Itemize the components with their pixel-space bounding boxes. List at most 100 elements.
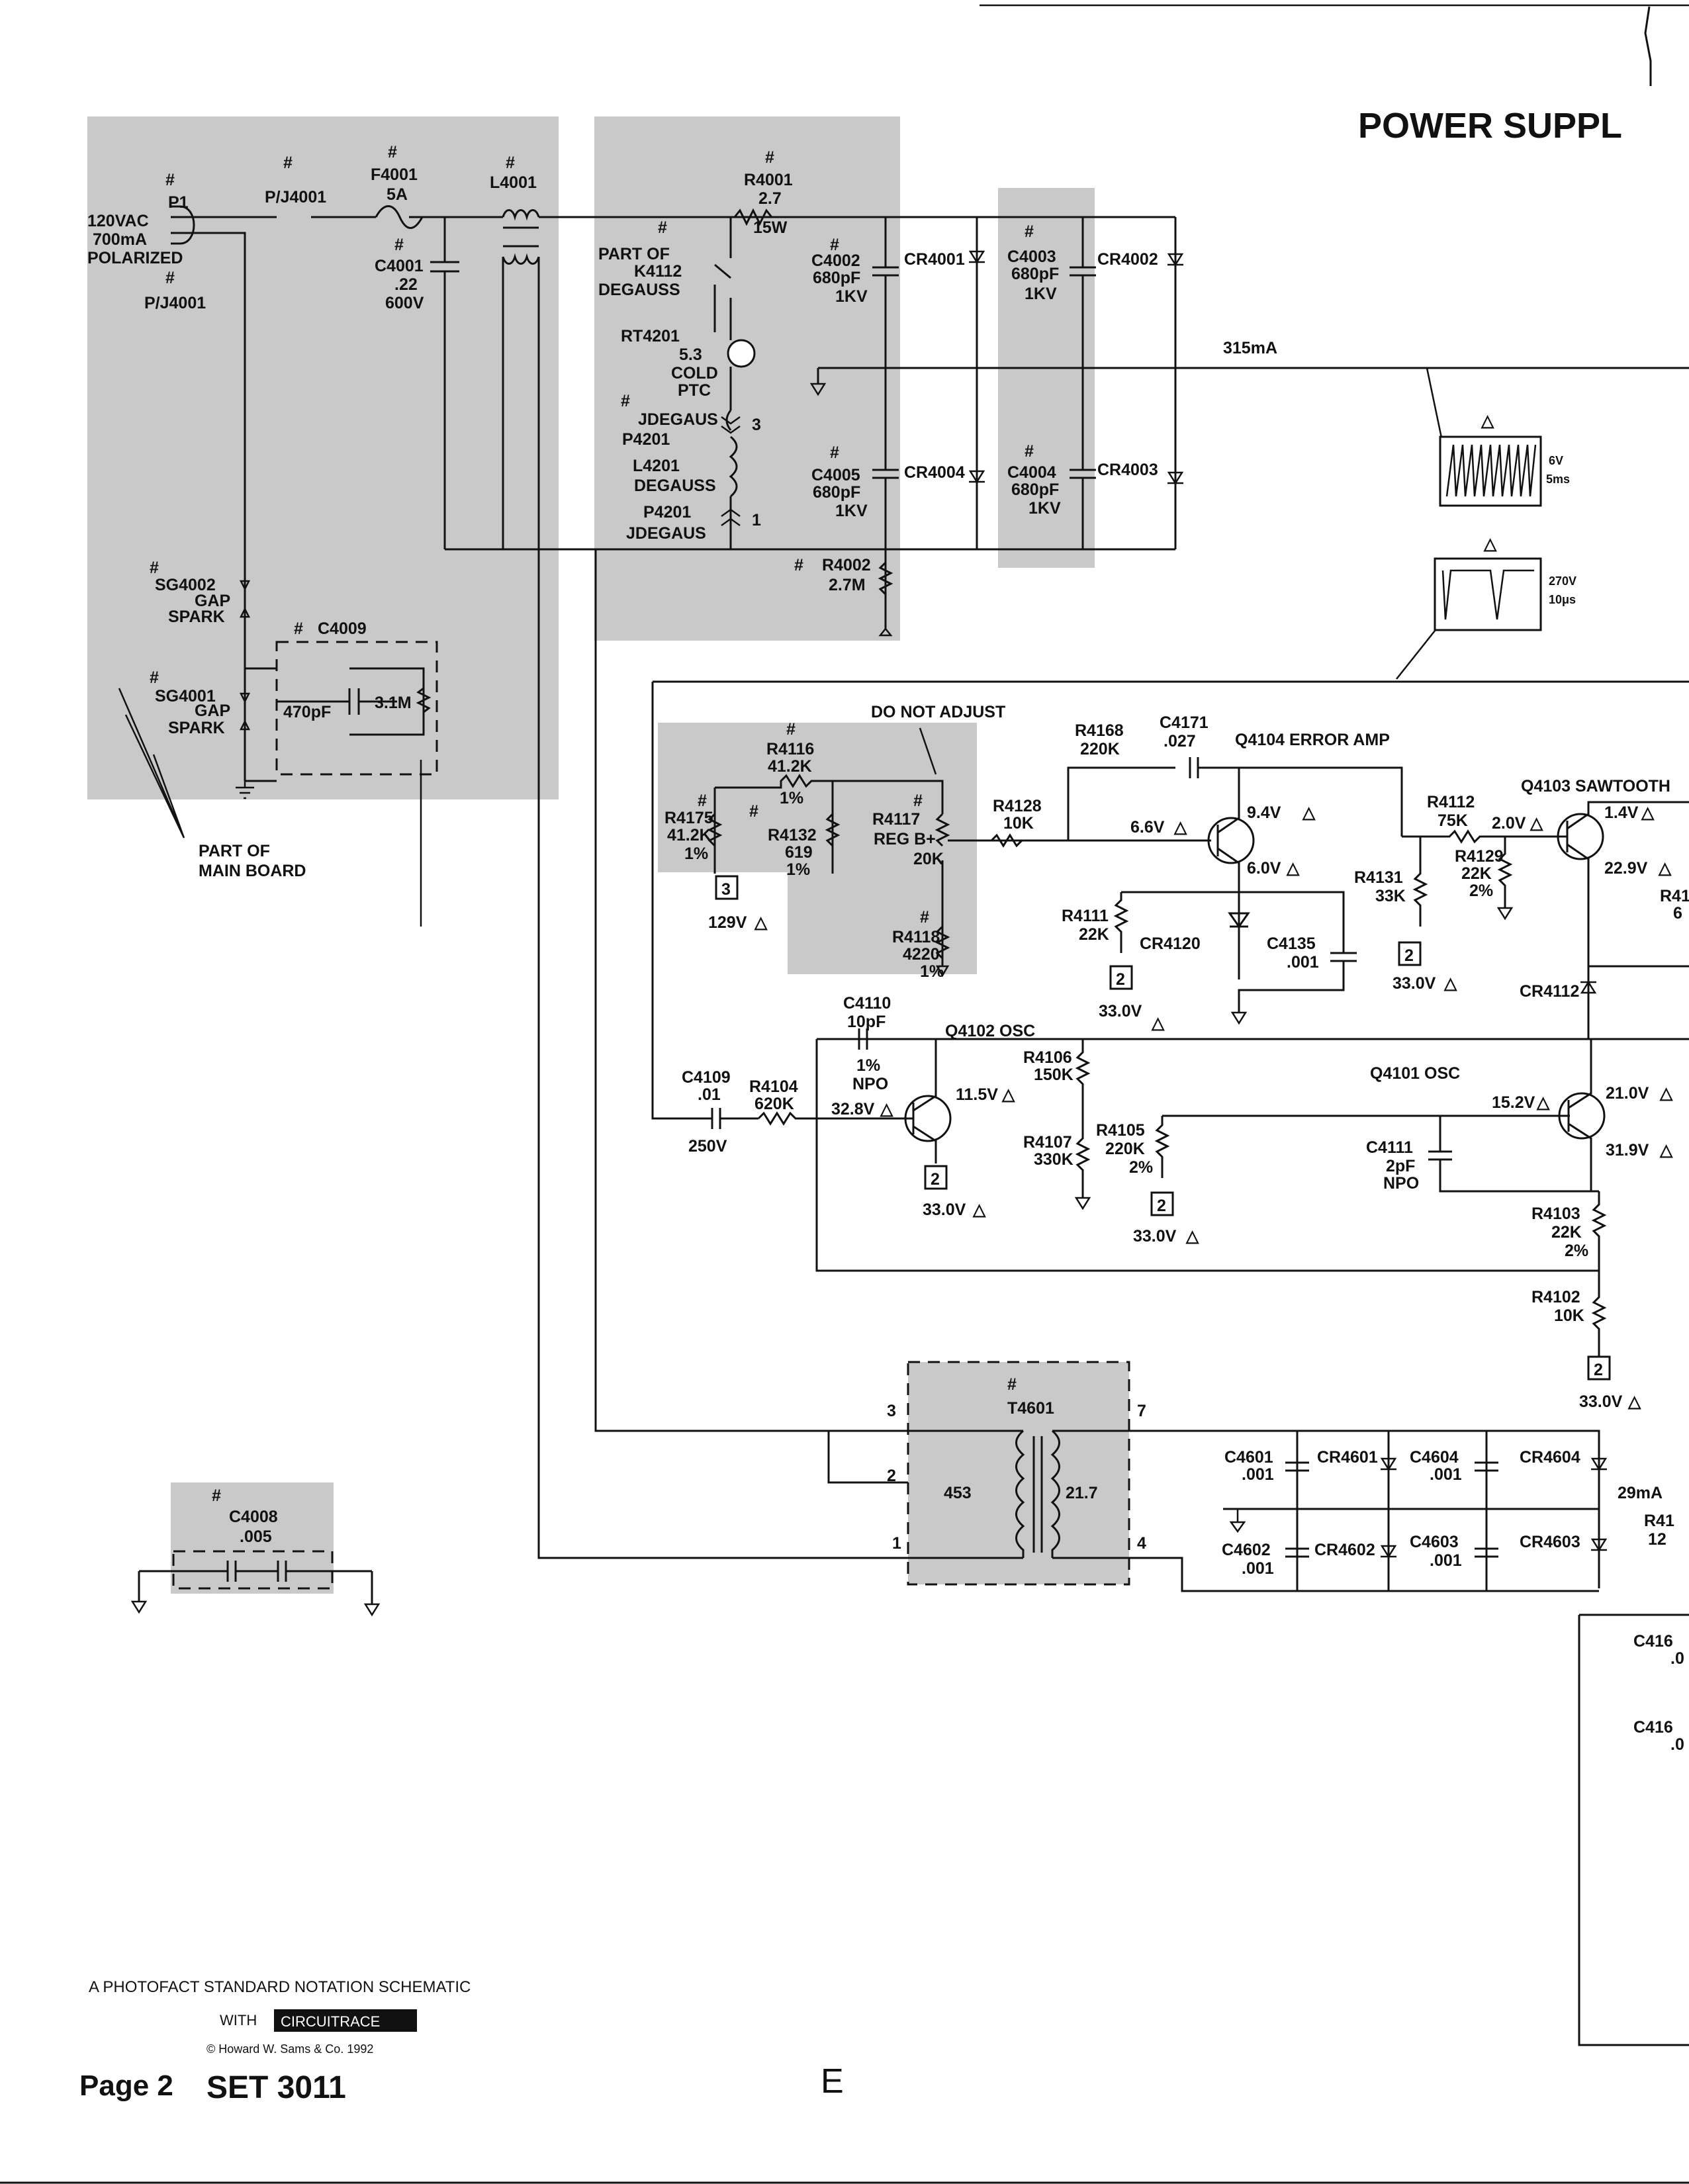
label-r4117-v1: REG B+ xyxy=(874,830,936,848)
label-c4111: C4111 xyxy=(1366,1138,1413,1157)
label-r4118-v2: 1% xyxy=(920,962,944,981)
hash-c4009: # xyxy=(294,619,303,638)
q4101-leads xyxy=(1567,1039,1599,1193)
callout-part-of xyxy=(118,688,422,927)
label-c4009-v: 470pF xyxy=(283,703,331,721)
label-c4005-v2: 1KV xyxy=(835,502,868,520)
label-c4603-v: .001 xyxy=(1430,1551,1462,1570)
label-r4131: R4131 xyxy=(1354,868,1403,887)
label-c4110-v2: 1% xyxy=(856,1056,880,1075)
label-c4604-v: .001 xyxy=(1430,1465,1462,1484)
label-t4601: T4601 xyxy=(1007,1399,1054,1418)
hash-c4003: # xyxy=(1025,222,1034,241)
delta-15-2v: △ xyxy=(1536,1093,1550,1112)
label-r4105: R4105 xyxy=(1096,1121,1145,1140)
label-33v-r4111: 33.0V xyxy=(1099,1002,1142,1021)
delta-wave1: △ xyxy=(1481,412,1494,430)
label-jdegaus-bot: JDEGAUS xyxy=(626,524,706,543)
label-c4001-v2: 600V xyxy=(385,294,424,312)
label-c4602: C4602 xyxy=(1222,1541,1271,1559)
hash-pj-left: # xyxy=(165,269,175,287)
delta-6-6v: △ xyxy=(1173,818,1187,837)
c4111-cap xyxy=(1428,1116,1599,1193)
hash-r4175: # xyxy=(698,792,707,810)
label-wave2-v: 270V xyxy=(1549,574,1576,588)
label-degauss-pin1: 1 xyxy=(752,511,761,529)
cr4004-diode xyxy=(968,470,985,484)
hash-c4002: # xyxy=(830,236,839,254)
label-c4001-v1: .22 xyxy=(394,275,418,294)
label-r4132-v2: 1% xyxy=(786,860,810,879)
c4110-cap xyxy=(858,1028,868,1050)
label-r4117-v2: 20K xyxy=(913,850,944,868)
delta-129v: △ xyxy=(754,913,768,932)
label-6-0v: 6.0V xyxy=(1247,859,1281,878)
label-r4128: R4128 xyxy=(993,797,1042,815)
label-main-board: MAIN BOARD xyxy=(199,862,306,880)
label-t-21-7: 21.7 xyxy=(1066,1484,1098,1502)
label-r4002-v: 2.7M xyxy=(829,576,866,594)
label-c4171: C4171 xyxy=(1160,713,1209,732)
label-r4103: R4103 xyxy=(1531,1205,1580,1223)
right-edge-mark xyxy=(1644,6,1652,86)
label-c4111-v2: NPO xyxy=(1383,1174,1419,1193)
label-r4132-v1: 619 xyxy=(785,843,813,862)
label-c4171-v: .027 xyxy=(1164,732,1196,751)
gnd-r4129 xyxy=(1496,907,1514,921)
page-number: Page 2 xyxy=(79,2070,173,2102)
plug-p1 xyxy=(171,205,195,245)
label-cr4001: CR4001 xyxy=(904,250,965,269)
label-r4103-v1: 22K xyxy=(1551,1223,1582,1242)
hash-r4117: # xyxy=(913,792,923,810)
label-c4135: C4135 xyxy=(1267,934,1316,953)
sg4001-symbol xyxy=(239,692,251,731)
label-c416-a: C416 xyxy=(1633,1632,1673,1651)
c4601-c4602-caps xyxy=(1285,1461,1309,1558)
osc-bus-top xyxy=(815,1038,1689,1272)
r4175-resistor xyxy=(707,813,723,847)
label-p1: P1 xyxy=(168,193,189,212)
delta-33v-r4111: △ xyxy=(1151,1014,1165,1032)
label-c4008: C4008 xyxy=(229,1508,278,1526)
label-l4201-v: DEGAUSS xyxy=(634,477,716,495)
r4118-resistor xyxy=(935,925,950,960)
label-cr4004: CR4004 xyxy=(904,463,965,482)
label-c4001: C4001 xyxy=(375,257,424,275)
label-c4135-v: .001 xyxy=(1287,953,1319,972)
label-k4112-1: PART OF xyxy=(598,245,670,263)
wire-to-transformer-1 xyxy=(537,549,908,1559)
t4601-core xyxy=(1032,1436,1043,1553)
t4601-secondary xyxy=(1050,1430,1129,1559)
label-cr4604: CR4604 xyxy=(1520,1448,1580,1467)
label-sg4002: SG4002 xyxy=(155,576,216,594)
label-sg4001-spark: SPARK xyxy=(168,719,225,737)
outer-loop-left xyxy=(651,680,1689,1120)
label-t-pin4: 4 xyxy=(1137,1534,1146,1553)
delta-22-9v: △ xyxy=(1658,859,1672,878)
hash-f4001: # xyxy=(388,143,397,161)
shaded-area-c4008 xyxy=(171,1482,334,1594)
label-t-pin3: 3 xyxy=(887,1402,896,1420)
label-degauss-pin3: 3 xyxy=(752,416,761,434)
label-r4175-v2: 1% xyxy=(684,844,708,863)
label-tp2-r4105: 2 xyxy=(1157,1197,1166,1215)
label-tp2-r4131: 2 xyxy=(1404,946,1414,965)
label-c4109-v: .01 xyxy=(698,1085,721,1104)
label-c4002-v1: 680pF xyxy=(813,269,860,287)
delta-1-4v: △ xyxy=(1641,803,1655,822)
label-15-2v: 15.2V xyxy=(1492,1093,1535,1112)
gnd-sg xyxy=(236,781,254,799)
label-31-9v: 31.9V xyxy=(1606,1141,1649,1160)
spark-gap-bus xyxy=(244,589,277,782)
label-r4132: R4132 xyxy=(768,826,817,844)
r4112-resistor xyxy=(1402,829,1555,927)
label-r4175-v1: 41.2K xyxy=(667,826,711,844)
r4111-branch xyxy=(1113,891,1239,953)
label-c4603: C4603 xyxy=(1410,1533,1459,1551)
hash-c4001: # xyxy=(394,236,404,254)
waveform-box-2 xyxy=(1434,557,1542,631)
hash-r4118: # xyxy=(920,908,929,927)
wire-c4003 xyxy=(1070,217,1096,549)
label-21-0v: 21.0V xyxy=(1606,1084,1649,1103)
label-9-4v: 9.4V xyxy=(1247,803,1281,822)
